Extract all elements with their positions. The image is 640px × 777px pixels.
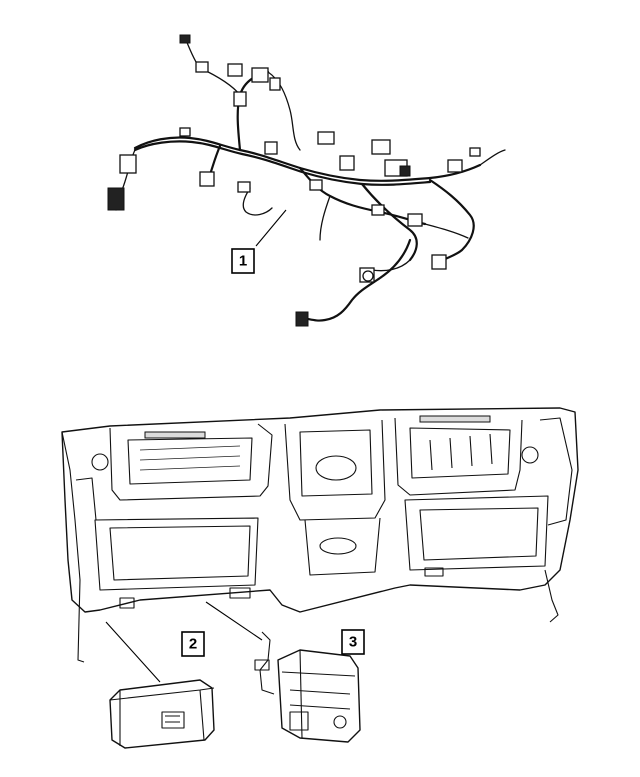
leader-line-1 <box>255 209 287 247</box>
callout-3-label: 3 <box>349 634 357 651</box>
leader-line-3 <box>205 601 263 641</box>
part-3-module <box>254 631 361 743</box>
wiring-harness <box>107 34 506 327</box>
callout-1[interactable]: 1 <box>231 248 255 274</box>
callout-3[interactable]: 3 <box>341 629 365 655</box>
callout-2[interactable]: 2 <box>181 631 205 657</box>
callout-1-label: 1 <box>239 253 247 270</box>
callout-2-label: 2 <box>189 636 197 653</box>
leader-line-2 <box>105 621 161 683</box>
instrument-panel <box>61 407 579 663</box>
part-2-module <box>109 679 215 749</box>
